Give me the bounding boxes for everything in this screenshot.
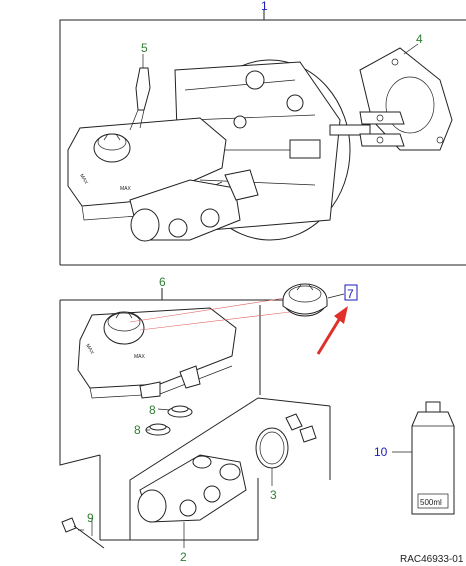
- master-cylinder: [137, 454, 247, 523]
- master-cylinder-top: [129, 169, 259, 242]
- fluid-bottle: [411, 401, 455, 515]
- reservoir: MAX MAX: [77, 307, 237, 399]
- reservoir-frame: [59, 288, 290, 466]
- callout-2: 2: [180, 550, 187, 564]
- callout-3: 3: [270, 488, 277, 502]
- reservoir-top: MAX MAX: [67, 117, 227, 221]
- bleed-pipe: [61, 517, 105, 549]
- leader-lines: [91, 43, 419, 548]
- svg-text:MAX: MAX: [78, 173, 89, 186]
- callout-4: 4: [416, 32, 423, 46]
- callout-10: 10: [374, 445, 388, 459]
- reservoir-cap: [282, 283, 328, 317]
- seal-kit: [255, 413, 317, 469]
- callout-8-lower: 8: [134, 423, 141, 437]
- callout-7: 7: [347, 287, 354, 301]
- grommet-upper: [167, 405, 193, 418]
- svg-text:MAX: MAX: [84, 343, 95, 356]
- pushrod-clevis: [329, 111, 405, 147]
- cap-reference-lines: [129, 297, 291, 331]
- reference-code: RAC46933-01: [400, 554, 464, 565]
- svg-text:MAX: MAX: [134, 354, 146, 360]
- level-sensor: [129, 67, 151, 131]
- cylinder-frame: [99, 397, 331, 541]
- callout-8-upper: 8: [149, 403, 156, 417]
- grommet-lower: [145, 423, 171, 436]
- svg-text:MAX: MAX: [120, 186, 132, 192]
- bottle-volume-label: 500ml: [420, 498, 442, 507]
- callout-1: 1: [261, 0, 268, 13]
- highlight-arrow: [316, 306, 348, 355]
- callout-6: 6: [159, 275, 166, 289]
- callout-5: 5: [141, 41, 148, 55]
- callout-9: 9: [87, 511, 94, 525]
- callout-7-box: [344, 284, 358, 301]
- assembly-frame: [59, 10, 466, 266]
